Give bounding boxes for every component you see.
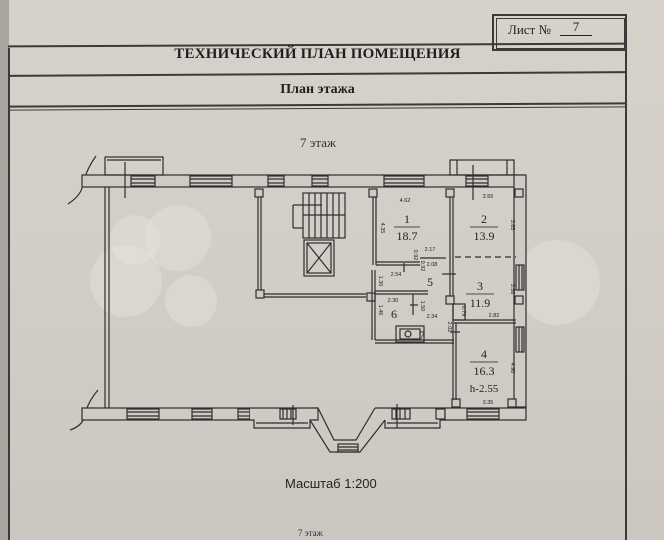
svg-text:16.3: 16.3 xyxy=(474,364,495,378)
staircase xyxy=(292,192,346,239)
frame-border-left xyxy=(8,48,10,540)
svg-text:7: 7 xyxy=(419,328,425,342)
svg-text:0.92: 0.92 xyxy=(412,250,418,261)
svg-text:3.35: 3.35 xyxy=(483,400,494,406)
svg-text:2: 2 xyxy=(481,212,487,226)
watermark-circle xyxy=(515,240,600,325)
svg-text:1.46: 1.46 xyxy=(377,305,383,316)
svg-text:2.17: 2.17 xyxy=(425,247,436,253)
windows-right xyxy=(515,264,525,353)
svg-text:4.62: 4.62 xyxy=(400,198,411,204)
svg-text:13.9: 13.9 xyxy=(474,229,495,243)
sheet-number: 7 xyxy=(560,19,592,36)
svg-text:3.55: 3.55 xyxy=(483,194,494,200)
svg-text:11.9: 11.9 xyxy=(470,296,491,310)
footer-floor-label: 7 этаж xyxy=(298,528,323,538)
svg-text:0.79: 0.79 xyxy=(460,306,466,317)
floor-label: 7 этаж xyxy=(300,135,336,150)
svg-text:3.58: 3.58 xyxy=(509,284,515,295)
svg-text:2.34: 2.34 xyxy=(427,314,438,320)
svg-text:1.30: 1.30 xyxy=(377,276,383,287)
scale-label: Масштаб 1:200 xyxy=(285,476,377,491)
document-title: ТЕХНИЧЕСКИЙ ПЛАН ПОМЕЩЕНИЯ xyxy=(174,46,461,62)
svg-text:2.02: 2.02 xyxy=(446,322,452,333)
break-line-top xyxy=(67,155,97,205)
svg-text:4.90: 4.90 xyxy=(509,363,515,374)
room-1-number: 1 xyxy=(404,212,410,226)
windows-bottom xyxy=(126,408,251,420)
elevator-shaft xyxy=(303,239,335,277)
sheet-number-box xyxy=(492,14,625,51)
svg-text:3.85: 3.85 xyxy=(509,220,515,231)
frame-border-right xyxy=(625,14,627,540)
watermark-circle xyxy=(90,245,162,317)
svg-text:6: 6 xyxy=(391,307,397,321)
sheet-number-box-inner xyxy=(496,18,625,49)
svg-text:4: 4 xyxy=(481,347,487,361)
watermark-circle xyxy=(110,215,160,265)
svg-text:1.50: 1.50 xyxy=(419,301,425,312)
svg-text:2.82: 2.82 xyxy=(489,313,500,319)
windows-top xyxy=(130,175,489,187)
room-1-area: 18.7 xyxy=(397,229,418,243)
svg-text:h-2.55: h-2.55 xyxy=(470,383,499,395)
watermark-circle xyxy=(145,205,211,271)
svg-text:2.54: 2.54 xyxy=(391,272,402,278)
page-edge-shadow xyxy=(0,0,9,540)
svg-text:0.92: 0.92 xyxy=(419,261,425,272)
svg-text:3: 3 xyxy=(477,279,483,293)
sheet-label: Лист № xyxy=(508,22,551,37)
document-subtitle: План этажа xyxy=(280,82,355,97)
watermark-circle xyxy=(165,275,217,327)
svg-text:2.30: 2.30 xyxy=(388,298,399,304)
svg-text:2.08: 2.08 xyxy=(427,262,438,268)
svg-text:4.35: 4.35 xyxy=(379,223,385,234)
svg-text:5: 5 xyxy=(427,275,433,289)
